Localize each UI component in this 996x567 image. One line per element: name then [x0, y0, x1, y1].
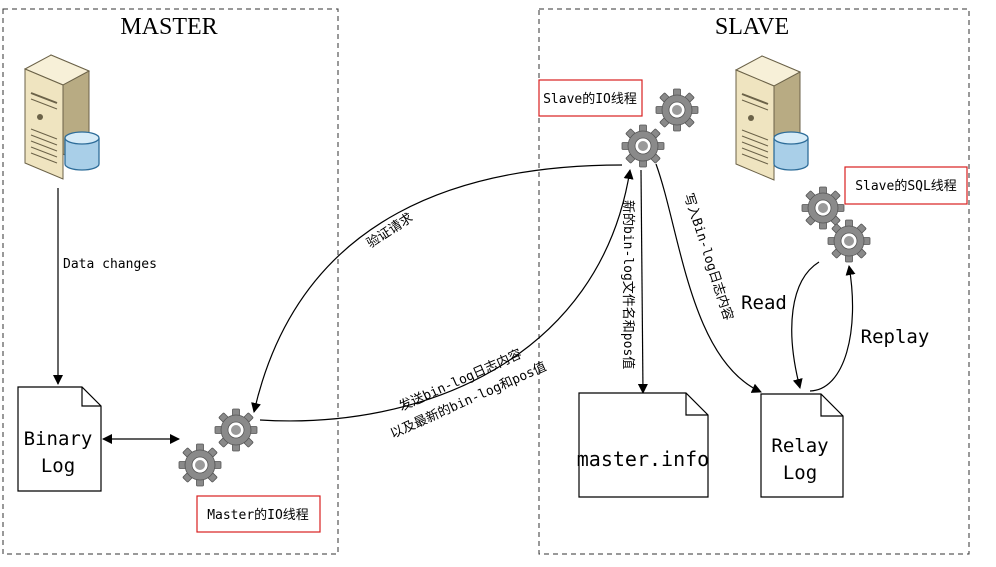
slave-io-thread-label: Slave的IO线程 — [543, 91, 637, 107]
replay-arrow — [809, 265, 856, 392]
master-info-document-icon — [578, 392, 709, 498]
slave-database-icon — [773, 131, 809, 171]
master-database-icon — [64, 131, 100, 171]
write-binlog-arrow — [655, 163, 762, 393]
master-panel — [2, 8, 339, 555]
master-gear-icon-2 — [178, 443, 222, 487]
slave-sql-gear-icon-1 — [801, 186, 845, 230]
master-title: MASTER — [120, 14, 217, 40]
slave-io-gear-icon-2 — [621, 124, 665, 168]
slave-sql-thread-box — [844, 166, 968, 205]
relay-log-line1: Relay — [771, 435, 828, 457]
write-binlog-label: 写入Bin-log日志内容 — [680, 191, 736, 322]
slave-panel — [538, 8, 970, 555]
auth-request-arrow — [251, 164, 623, 413]
data-changes-label: Data changes — [63, 257, 157, 272]
master-server-icon — [24, 54, 100, 180]
auth-request-label: 验证请求 — [364, 210, 416, 252]
read-arrow — [791, 261, 820, 389]
relay-log-line2: Log — [783, 462, 817, 484]
slave-io-thread-box — [538, 79, 643, 117]
slave-sql-thread-label: Slave的SQL线程 — [855, 178, 957, 194]
slave-title: SLAVE — [715, 14, 789, 40]
binary-log-line2: Log — [41, 455, 75, 477]
master-info-label: master.info — [577, 447, 709, 471]
master-io-thread-box — [196, 495, 321, 533]
binary-log-line1: Binary — [24, 428, 93, 450]
replay-label: Replay — [861, 326, 930, 348]
slave-sql-gear-icon-2 — [827, 219, 871, 263]
slave-io-gear-icon-1 — [655, 88, 699, 132]
master-gear-icon-1 — [214, 408, 258, 452]
read-label: Read — [741, 292, 787, 314]
new-binlog-file-label: 新的bin-log文件名和pos值 — [620, 200, 636, 369]
binary-log-document-icon — [17, 386, 102, 492]
slave-server-icon — [735, 55, 809, 181]
send-binlog-arrow — [259, 169, 634, 422]
master-io-thread-label: Master的IO线程 — [207, 507, 309, 523]
relay-log-document-icon — [760, 393, 844, 498]
master-info-arrow — [637, 169, 648, 394]
